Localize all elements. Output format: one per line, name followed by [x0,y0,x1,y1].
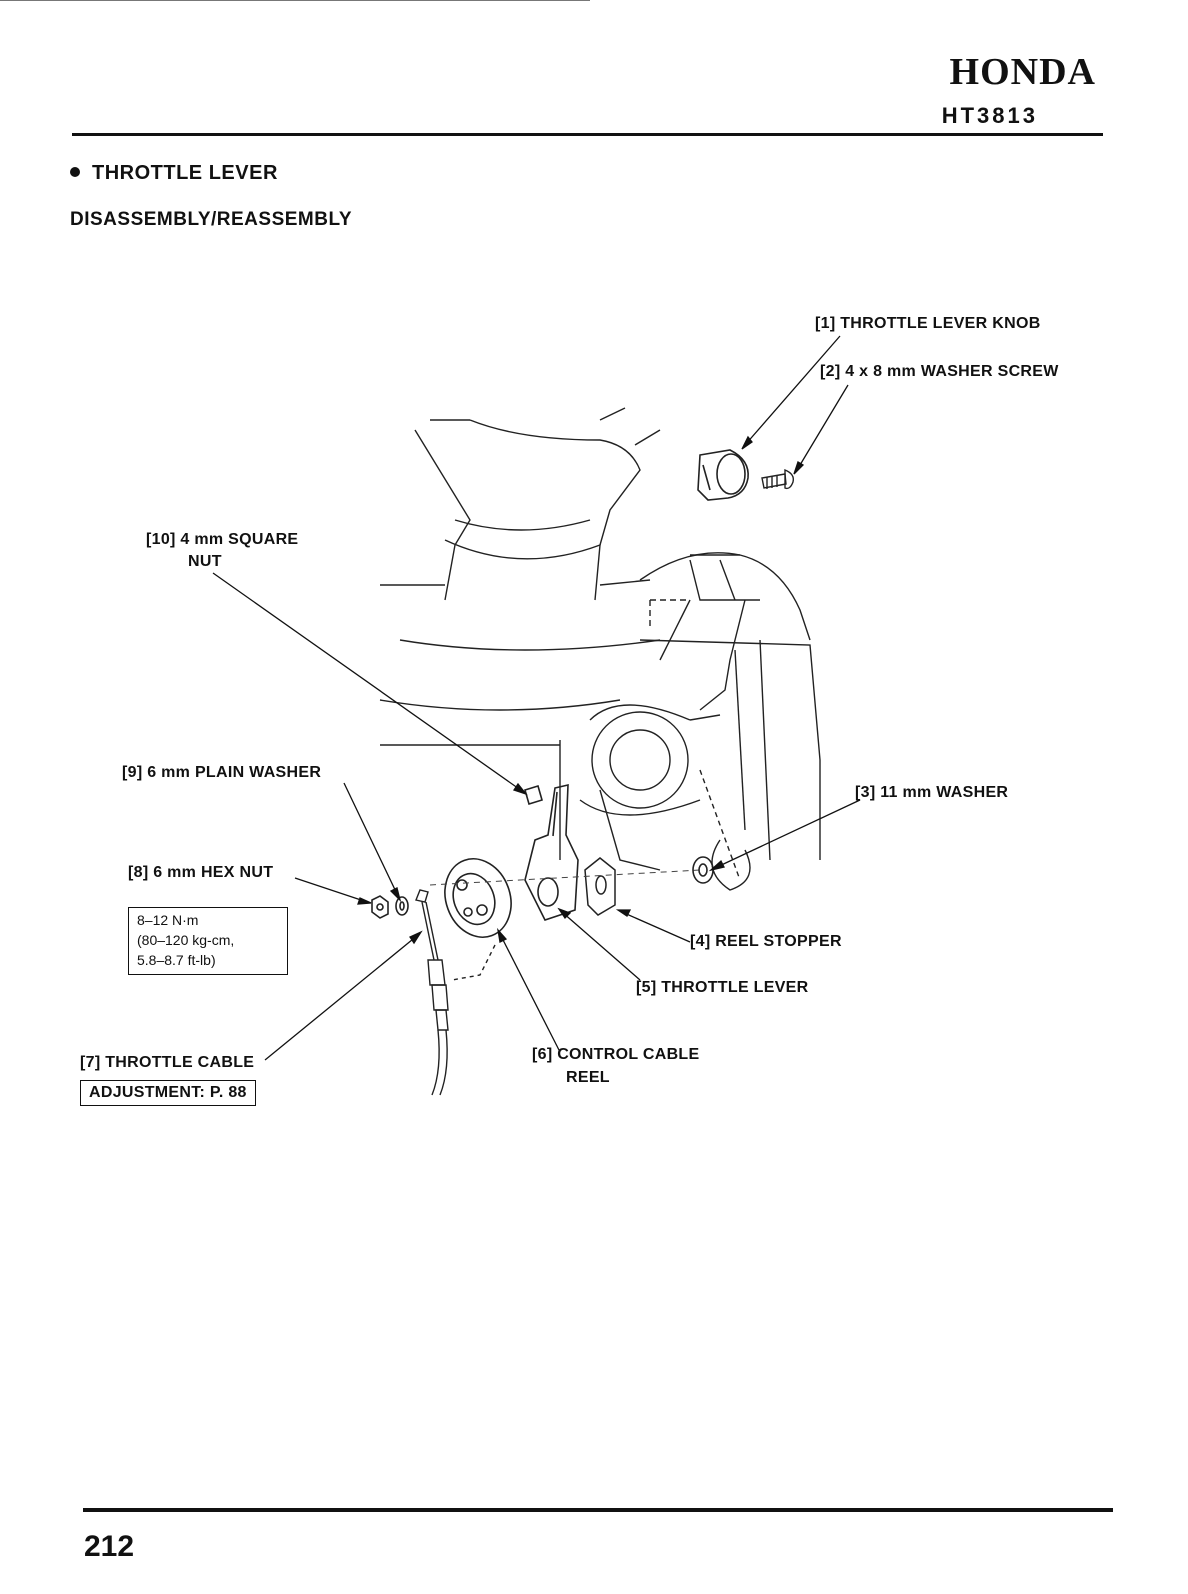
callout-throttle-lever: [5] THROTTLE LEVER [636,979,809,996]
brand-logo: HONDA [949,51,1096,93]
bullet-icon [70,166,80,177]
model-number: HT3813 [941,103,1038,128]
throttle-cable-part [415,889,496,1096]
washer-screw-part [761,468,795,490]
callout-throttle-lever-knob: [1] THROTTLE LEVER KNOB [815,315,1041,332]
callout-reel-stopper: [4] REEL STOPPER [690,933,842,950]
assembly-axis-line [429,869,701,886]
throttle-lever-knob-part [697,449,749,501]
callout-hex-nut: [8] 6 mm HEX NUT [128,864,274,881]
engine-housing-illustration [379,407,821,891]
footer-rule [83,1508,1113,1512]
top-edge-rule [0,0,590,1]
reel-stopper-part [584,857,616,916]
callout-11mm-washer: [3] 11 mm WASHER [855,784,1009,801]
page-number: 212 [84,1530,135,1563]
callout-control-cable-reel: [6] CONTROL CABLE [532,1046,700,1063]
section-title: THROTTLE LEVER [70,162,278,185]
leader-lines [212,335,861,1061]
callout-square-nut: [10] 4 mm SQUARE [146,531,299,548]
callout-throttle-cable: [7] THROTTLE CABLE [80,1054,255,1071]
torque-spec-line: 8–12 N·m [137,912,199,928]
callout-control-cable-reel-line2: REEL [566,1069,610,1086]
control-cable-reel-part [444,858,512,938]
adjustment-reference-box: ADJUSTMENT: P. 88 [80,1080,256,1106]
plain-washer-part [395,896,409,916]
torque-spec-box: 8–12 N·m (80–120 kg-cm, 5.8–8.7 ft-lb) [128,907,288,975]
callout-square-nut-line2: NUT [188,553,222,570]
throttle-lever-part [524,783,579,921]
torque-spec-line: 5.8–8.7 ft-lb) [137,952,216,968]
section-subtitle: DISASSEMBLY/REASSEMBLY [70,209,352,230]
hex-nut-part [371,895,389,919]
section-title-text: THROTTLE LEVER [92,162,278,184]
header-rule [72,133,1103,136]
callout-washer-screw: [2] 4 x 8 mm WASHER SCREW [820,363,1059,380]
torque-spec-line: (80–120 kg-cm, [137,932,235,948]
callout-plain-washer: [9] 6 mm PLAIN WASHER [122,764,322,781]
square-nut-part [524,784,543,806]
